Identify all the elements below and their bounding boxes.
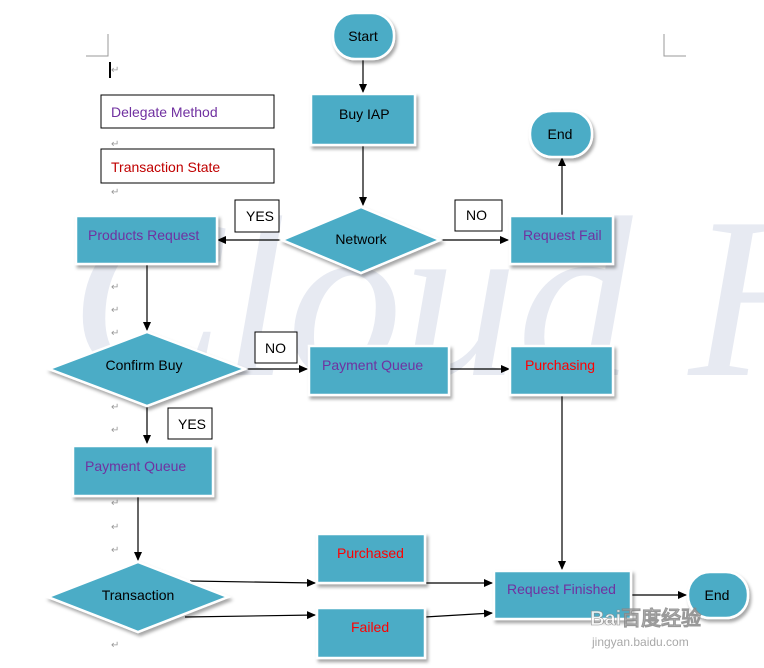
paragraph-mark: ↵ — [111, 282, 119, 293]
node-payment-queue-left: Payment Queue — [71, 444, 215, 498]
legend-transaction-state-label: Transaction State — [111, 159, 220, 175]
svg-text:Payment Queue: Payment Queue — [322, 357, 423, 373]
svg-text:YES: YES — [178, 416, 206, 432]
node-start: Start — [331, 11, 396, 61]
paragraph-mark: ↵ — [111, 640, 119, 651]
paragraph-mark: ↵ — [111, 402, 119, 413]
paragraph-mark: ↵ — [111, 522, 119, 533]
node-transaction: Transaction — [44, 560, 232, 634]
svg-text:Network: Network — [335, 231, 387, 247]
svg-text:NO: NO — [265, 340, 286, 356]
node-failed: Failed — [315, 606, 427, 660]
paragraph-mark: ↵ — [111, 425, 119, 436]
paragraph-mark: ↵ — [111, 187, 119, 198]
arrow-transaction-to-purchased — [189, 578, 316, 587]
page-corner-mark-left — [86, 34, 109, 57]
paragraph-marks: ↵ ↵ ↵ ↵ ↵ ↵ ↵ ↵ ↵ ↵ ↵ ↵ — [111, 65, 119, 651]
node-end-bottom: End — [686, 570, 750, 620]
baidu-logo-text: Bai百度经验 — [590, 606, 701, 630]
node-request-fail: Request Fail — [508, 214, 615, 266]
svg-text:NO: NO — [466, 207, 487, 223]
legend-delegate-method: Delegate Method — [100, 94, 275, 129]
node-buy-iap: Buy IAP — [309, 92, 417, 147]
svg-text:YES: YES — [246, 208, 274, 224]
node-payment-queue-right: Payment Queue — [307, 344, 451, 397]
arrow-failed-to-finished — [424, 609, 493, 618]
label-no-confirm: NO — [254, 331, 298, 364]
page-corner-mark-right — [663, 34, 686, 57]
svg-text:Buy IAP: Buy IAP — [339, 106, 390, 122]
legend-transaction-state: Transaction State — [100, 148, 275, 184]
svg-text:Purchased: Purchased — [337, 545, 404, 561]
svg-text:Confirm Buy: Confirm Buy — [105, 357, 182, 373]
arrow-transaction-to-failed — [184, 611, 316, 620]
svg-text:Payment Queue: Payment Queue — [85, 458, 186, 474]
node-purchased: Purchased — [315, 532, 427, 585]
nodes: Start Buy IAP End Network Products Reque… — [44, 11, 750, 660]
paragraph-mark: ↵ — [111, 139, 119, 150]
svg-text:Request Fail: Request Fail — [523, 227, 602, 243]
paragraph-mark: ↵ — [111, 328, 119, 339]
node-network: Network — [278, 205, 444, 275]
svg-text:Transaction: Transaction — [102, 587, 175, 603]
label-yes-network: YES — [234, 199, 280, 233]
paragraph-mark: ↵ — [111, 305, 119, 316]
node-purchasing: Purchasing — [508, 344, 615, 397]
paragraph-mark: ↵ — [111, 545, 119, 556]
paragraph-mark: ↵ — [111, 498, 119, 509]
svg-text:Start: Start — [348, 28, 378, 44]
svg-text:Request Finished: Request Finished — [507, 581, 616, 597]
paragraph-mark: ↵ — [111, 65, 119, 76]
svg-text:Products Request: Products Request — [88, 227, 199, 243]
svg-text:Purchasing: Purchasing — [525, 357, 595, 373]
node-confirm-buy: Confirm Buy — [45, 330, 249, 408]
node-end-top: End — [528, 109, 594, 159]
legend-delegate-method-label: Delegate Method — [111, 104, 218, 120]
node-products-request: Products Request — [74, 214, 219, 266]
svg-text:Failed: Failed — [351, 619, 389, 635]
baidu-url-text: jingyan.baidu.com — [591, 635, 689, 649]
connectors — [134, 60, 687, 620]
label-no-network: NO — [454, 199, 503, 232]
node-request-finished: Request Finished — [492, 569, 633, 621]
svg-text:End: End — [548, 126, 573, 142]
baidu-watermark: Bai百度经验 jingyan.baidu.com — [590, 606, 702, 649]
label-yes-confirm: YES — [167, 407, 213, 440]
svg-text:End: End — [705, 587, 730, 603]
